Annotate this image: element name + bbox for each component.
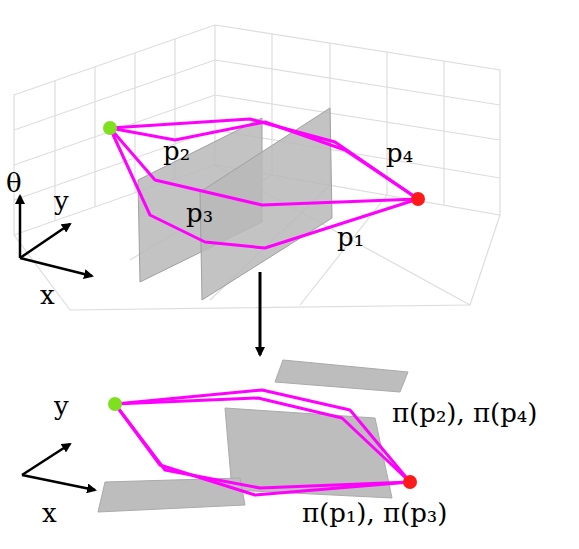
projected-path [115,390,410,495]
path-label: p₂ [163,138,190,164]
path-label: π(p₂), π(p₄) [392,400,537,426]
path-label: π(p₁), π(p₃) [302,500,447,526]
path-curve [110,119,418,248]
axis-label: θ [6,170,22,196]
path-label: p₁ [337,224,364,250]
axis-label: x [42,500,57,526]
path-label: p₃ [186,200,213,226]
start-dot [108,397,122,411]
path-label: p₄ [386,140,413,166]
axis-label: x [40,282,55,308]
axis-label: y [54,393,69,419]
grid [14,25,500,310]
projection-arrow [259,272,262,355]
goal-dot [411,192,425,206]
start-dot [103,121,117,135]
axis-label: y [54,188,69,214]
axis-arrow [22,444,95,490]
goal-dot [403,475,417,489]
